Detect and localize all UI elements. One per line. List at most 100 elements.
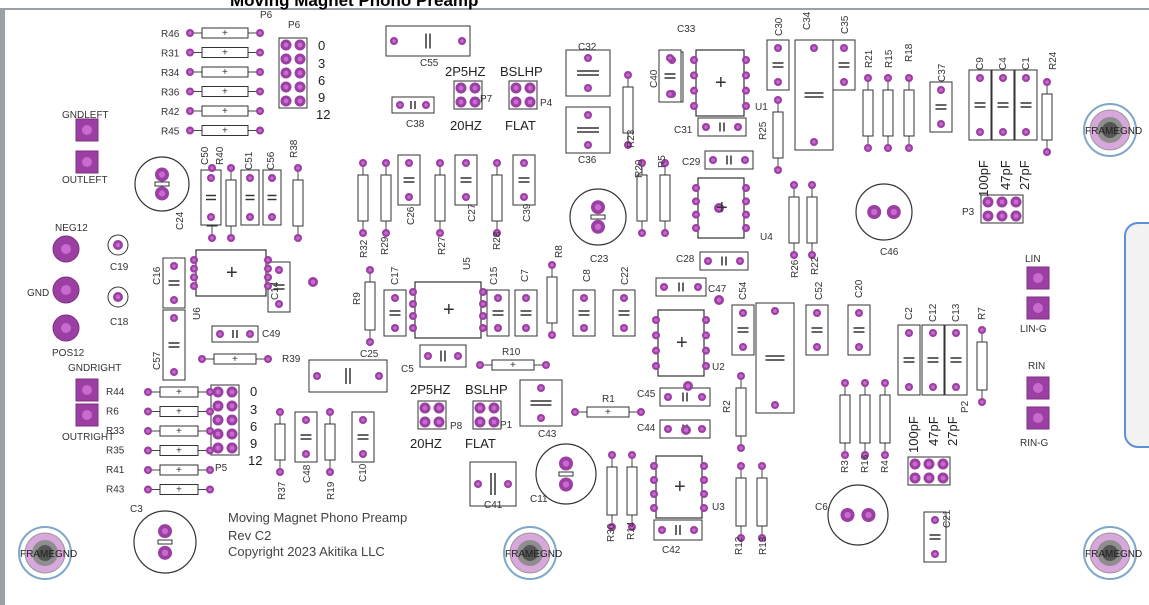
resistor-vertical bbox=[491, 174, 503, 222]
terminal-hole bbox=[1033, 303, 1043, 313]
ref-label: C55 bbox=[420, 58, 439, 69]
via-hole bbox=[1045, 150, 1049, 154]
board-copyright: Copyright 2023 Akitika LLC bbox=[228, 544, 385, 559]
via-hole bbox=[652, 506, 656, 510]
via-hole bbox=[978, 130, 982, 134]
ref-label: C33 bbox=[677, 24, 696, 35]
ref-label: C18 bbox=[110, 317, 129, 328]
terminal-hole bbox=[1033, 273, 1043, 283]
via-hole bbox=[495, 161, 499, 165]
via-hole bbox=[472, 99, 478, 105]
via-hole bbox=[146, 429, 150, 433]
resistor-r19 bbox=[324, 423, 336, 461]
cap-band bbox=[590, 214, 606, 220]
gain-label-bot-3: 3 bbox=[250, 402, 257, 417]
pad-label-lin: LIN bbox=[1025, 254, 1041, 265]
via-hole bbox=[361, 452, 365, 456]
ic-u2 bbox=[657, 309, 705, 377]
capacitor-ceramic bbox=[612, 289, 636, 337]
ref-label: R14 bbox=[626, 521, 637, 540]
resistor-plus: + bbox=[232, 354, 238, 365]
cap-value-100pf-top: 100pF bbox=[976, 160, 991, 197]
via-hole bbox=[192, 275, 196, 280]
via-hole bbox=[158, 190, 166, 197]
via-hole bbox=[744, 199, 748, 204]
ref-label: C27 bbox=[467, 203, 478, 222]
via-hole bbox=[739, 374, 743, 378]
via-hole bbox=[550, 333, 554, 337]
via-hole bbox=[539, 416, 543, 420]
ref-label: C1 bbox=[1021, 57, 1032, 70]
resistor-body bbox=[159, 464, 199, 476]
via-hole bbox=[393, 296, 397, 300]
via-hole bbox=[438, 161, 442, 165]
via-hole bbox=[744, 104, 748, 108]
ref-label: R44 bbox=[106, 387, 125, 398]
ref-label: C46 bbox=[880, 247, 899, 258]
gain-label-top-3: 3 bbox=[318, 56, 325, 71]
via-hole bbox=[297, 84, 303, 90]
via-hole bbox=[544, 363, 548, 367]
via-hole bbox=[296, 236, 300, 240]
via-hole bbox=[278, 470, 282, 474]
via-hole bbox=[739, 536, 743, 540]
via-hole bbox=[266, 284, 270, 288]
ref-label: R3 bbox=[840, 460, 851, 473]
via-hole bbox=[426, 354, 430, 358]
ref-label: R24 bbox=[1048, 51, 1059, 70]
via-hole bbox=[208, 409, 212, 414]
via-hole bbox=[200, 357, 204, 361]
via-hole bbox=[940, 475, 946, 481]
pad-label-rin-g: RIN-G bbox=[1020, 438, 1049, 449]
ref-label: C44 bbox=[637, 423, 656, 434]
gain-label-top-12: 12 bbox=[316, 107, 330, 122]
via-hole bbox=[368, 268, 372, 272]
resistor-vertical bbox=[636, 174, 648, 222]
resistor-plus: + bbox=[222, 126, 228, 137]
gain-label-bot-12: 12 bbox=[248, 453, 262, 468]
via-hole bbox=[692, 58, 696, 62]
resistor-plus: + bbox=[176, 485, 182, 496]
ref-label: R43 bbox=[106, 485, 125, 496]
board-name: Moving Magnet Phono Preamp bbox=[228, 510, 407, 525]
via-hole bbox=[188, 109, 192, 113]
side-scroll-tab[interactable] bbox=[1124, 222, 1149, 448]
cap-c6 bbox=[827, 484, 889, 546]
resistor-r25 bbox=[772, 111, 784, 159]
ref-label: C35 bbox=[840, 15, 851, 34]
via-hole bbox=[773, 403, 777, 407]
via-hole bbox=[610, 453, 614, 457]
via-hole bbox=[654, 333, 658, 338]
ref-label: C42 bbox=[662, 545, 681, 556]
ref-label: P5 bbox=[215, 463, 228, 474]
via-hole bbox=[668, 56, 672, 60]
via-hole bbox=[886, 146, 890, 150]
via-hole bbox=[472, 85, 478, 91]
via-hole bbox=[283, 56, 289, 62]
via-hole bbox=[582, 296, 586, 300]
via-hole bbox=[266, 258, 270, 262]
via-hole bbox=[760, 464, 764, 468]
ref-label: C13 bbox=[951, 303, 962, 322]
ref-label: C38 bbox=[406, 119, 425, 130]
cap-c40 bbox=[658, 49, 682, 103]
ref-label: C47 bbox=[708, 284, 727, 295]
via-hole bbox=[692, 528, 696, 532]
via-hole bbox=[692, 73, 696, 78]
via-hole bbox=[716, 205, 722, 211]
ic-center: + bbox=[676, 332, 688, 354]
via-hole bbox=[711, 158, 715, 162]
resistor-body bbox=[201, 86, 249, 97]
capacitor-ceramic bbox=[454, 154, 478, 206]
via-hole bbox=[844, 511, 851, 519]
via-hole bbox=[702, 478, 706, 482]
via-hole bbox=[297, 98, 303, 104]
resistor-r16 bbox=[859, 394, 871, 444]
via-hole bbox=[209, 176, 213, 180]
ref-label: C24 bbox=[175, 211, 186, 230]
via-hole bbox=[229, 445, 235, 451]
via-hole bbox=[776, 98, 780, 102]
via-hole bbox=[115, 242, 121, 248]
via-hole bbox=[192, 266, 196, 271]
switch-label-20hz-top: 20HZ bbox=[450, 118, 482, 133]
